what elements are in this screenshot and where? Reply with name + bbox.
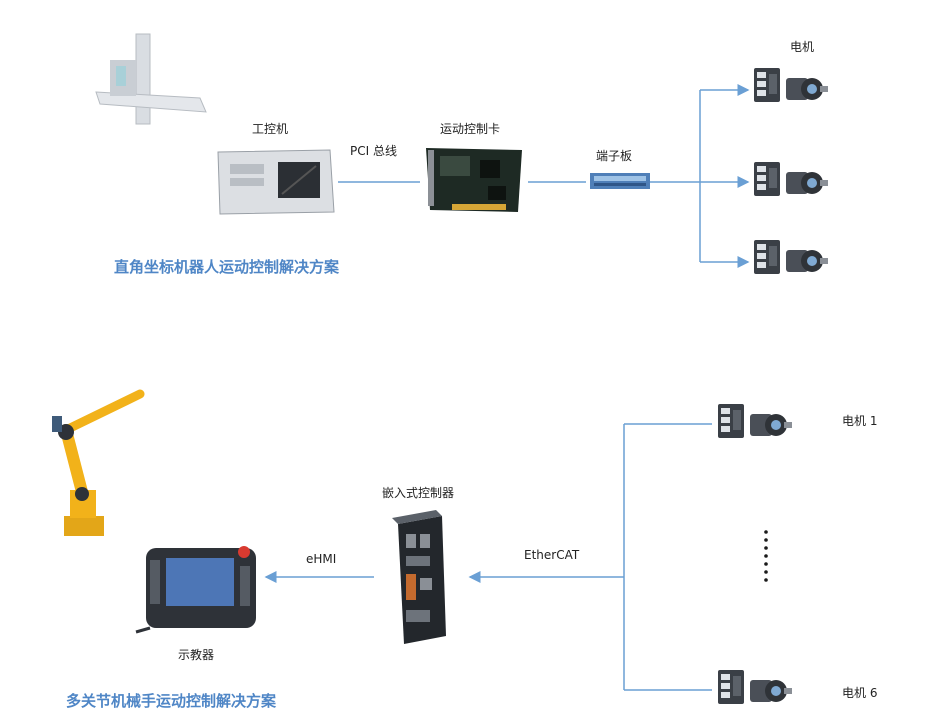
industrial-pc-icon: [217, 149, 335, 215]
pci-bus-label: PCI 总线: [350, 144, 397, 158]
controller-label: 嵌入式控制器: [382, 486, 455, 500]
terminal-board-icon: [590, 173, 650, 189]
motion-card-label: 运动控制卡: [440, 122, 501, 136]
ethercat-label: EtherCAT: [524, 548, 580, 562]
embedded-controller-icon: [392, 510, 446, 644]
servo-motor-icon: [754, 68, 828, 102]
motion-control-card-icon: [426, 148, 522, 212]
terminal-board-label: 端子板: [596, 149, 633, 163]
teach-pendant-label: 示教器: [178, 648, 215, 662]
ehmi-label: eHMI: [306, 552, 337, 566]
motor-6-label: 电机 6: [842, 686, 878, 700]
cartesian-robot-icon: [95, 33, 207, 125]
servo-motor-icon: [754, 162, 828, 196]
motor-1-label: 电机 1: [842, 414, 878, 428]
servo-motor-icon: [718, 404, 792, 438]
articulated-solution-title: 多关节机械手运动控制解决方案: [66, 692, 277, 710]
motor-label: 电机: [790, 40, 815, 54]
servo-motor-icon: [754, 240, 828, 274]
cartesian-solution-title: 直角坐标机器人运动控制解决方案: [114, 258, 340, 276]
teach-pendant-icon: [135, 546, 256, 634]
ellipsis-dots: [764, 530, 768, 582]
ipc-label: 工控机: [252, 122, 289, 136]
servo-motor-icon: [718, 670, 792, 704]
articulated-robot-icon: [52, 389, 145, 536]
